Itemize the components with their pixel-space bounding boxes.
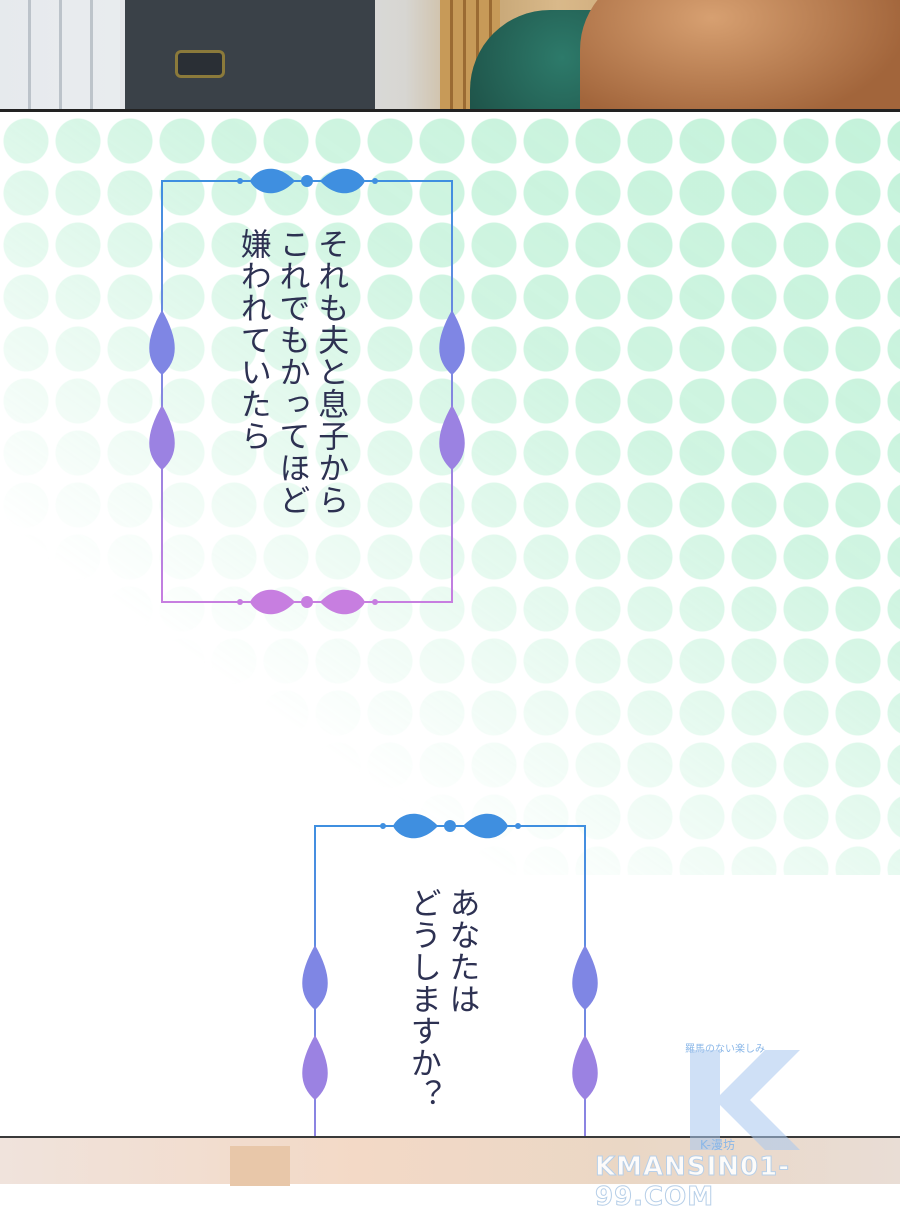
bottom-illustration-panel <box>0 1136 900 1186</box>
frame-ornament-right <box>439 310 465 470</box>
narration-box-2: あなたは どうしますか？ <box>295 795 600 1184</box>
narration-line: 嫌われていたら <box>234 228 271 452</box>
frame-ornament-bottom <box>237 589 378 615</box>
narration-text-1: それも夫と息子から これでもかってほど 嫌われていたら <box>233 228 349 568</box>
narration-text-2: あなたは どうしますか？ <box>403 887 481 1111</box>
logo-subtext: K-漫坊 <box>700 1138 735 1152</box>
ornate-frame-2 <box>302 813 598 1184</box>
panel-border <box>0 109 900 112</box>
window-background <box>0 0 120 112</box>
logo-tagline: 羅馬のない楽しみ <box>685 1044 765 1055</box>
narration-line: どうしますか？ <box>404 887 441 1111</box>
narration-line: これでもかってほど <box>273 228 310 516</box>
coat-embroidery <box>175 50 225 78</box>
frame-ornament-right <box>572 945 598 1100</box>
panel-border <box>0 1136 900 1138</box>
narration-line: あなたは <box>443 887 480 1015</box>
ornate-frame-1 <box>149 168 465 615</box>
frame-ornament-left <box>302 945 328 1100</box>
site-watermark: KMANSIN01-99.COM <box>595 1152 791 1212</box>
character-coat <box>125 0 375 112</box>
narration-box-1: それも夫と息子から これでもかってほど 嫌われていたら <box>145 150 475 630</box>
character-hair <box>580 0 900 112</box>
frame-ornament-top <box>237 168 378 194</box>
k-logo-icon <box>690 1050 800 1150</box>
top-illustration-panel <box>0 0 900 112</box>
background-pillar <box>230 1146 290 1186</box>
polka-dot-background <box>0 115 900 875</box>
frame-ornament-left <box>149 310 175 470</box>
narration-line: それも夫と息子から <box>312 228 349 516</box>
frame-ornament-top <box>380 813 521 839</box>
